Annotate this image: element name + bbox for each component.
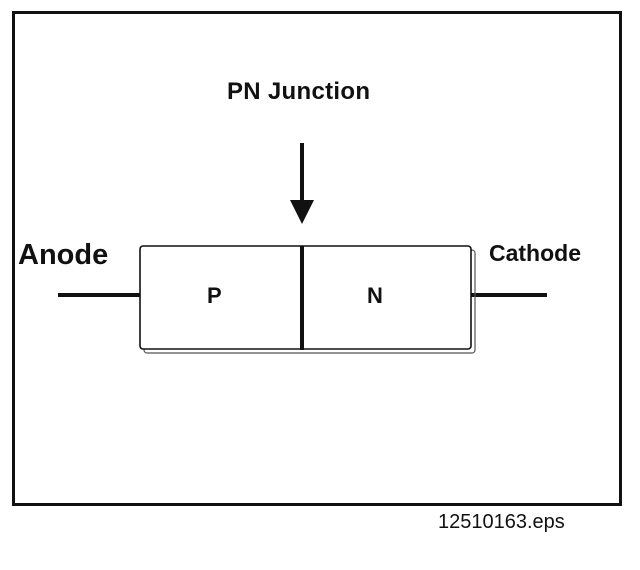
p-region-label: P <box>207 283 222 308</box>
junction-arrow-head <box>290 200 314 224</box>
cathode-label: Cathode <box>489 240 581 266</box>
anode-label: Anode <box>18 239 109 271</box>
file-caption: 12510163.eps <box>438 511 565 533</box>
diagram-frame <box>12 11 622 506</box>
n-region-label: N <box>367 283 383 308</box>
diode-body <box>139 245 472 350</box>
junction-title: PN Junction <box>227 78 371 105</box>
